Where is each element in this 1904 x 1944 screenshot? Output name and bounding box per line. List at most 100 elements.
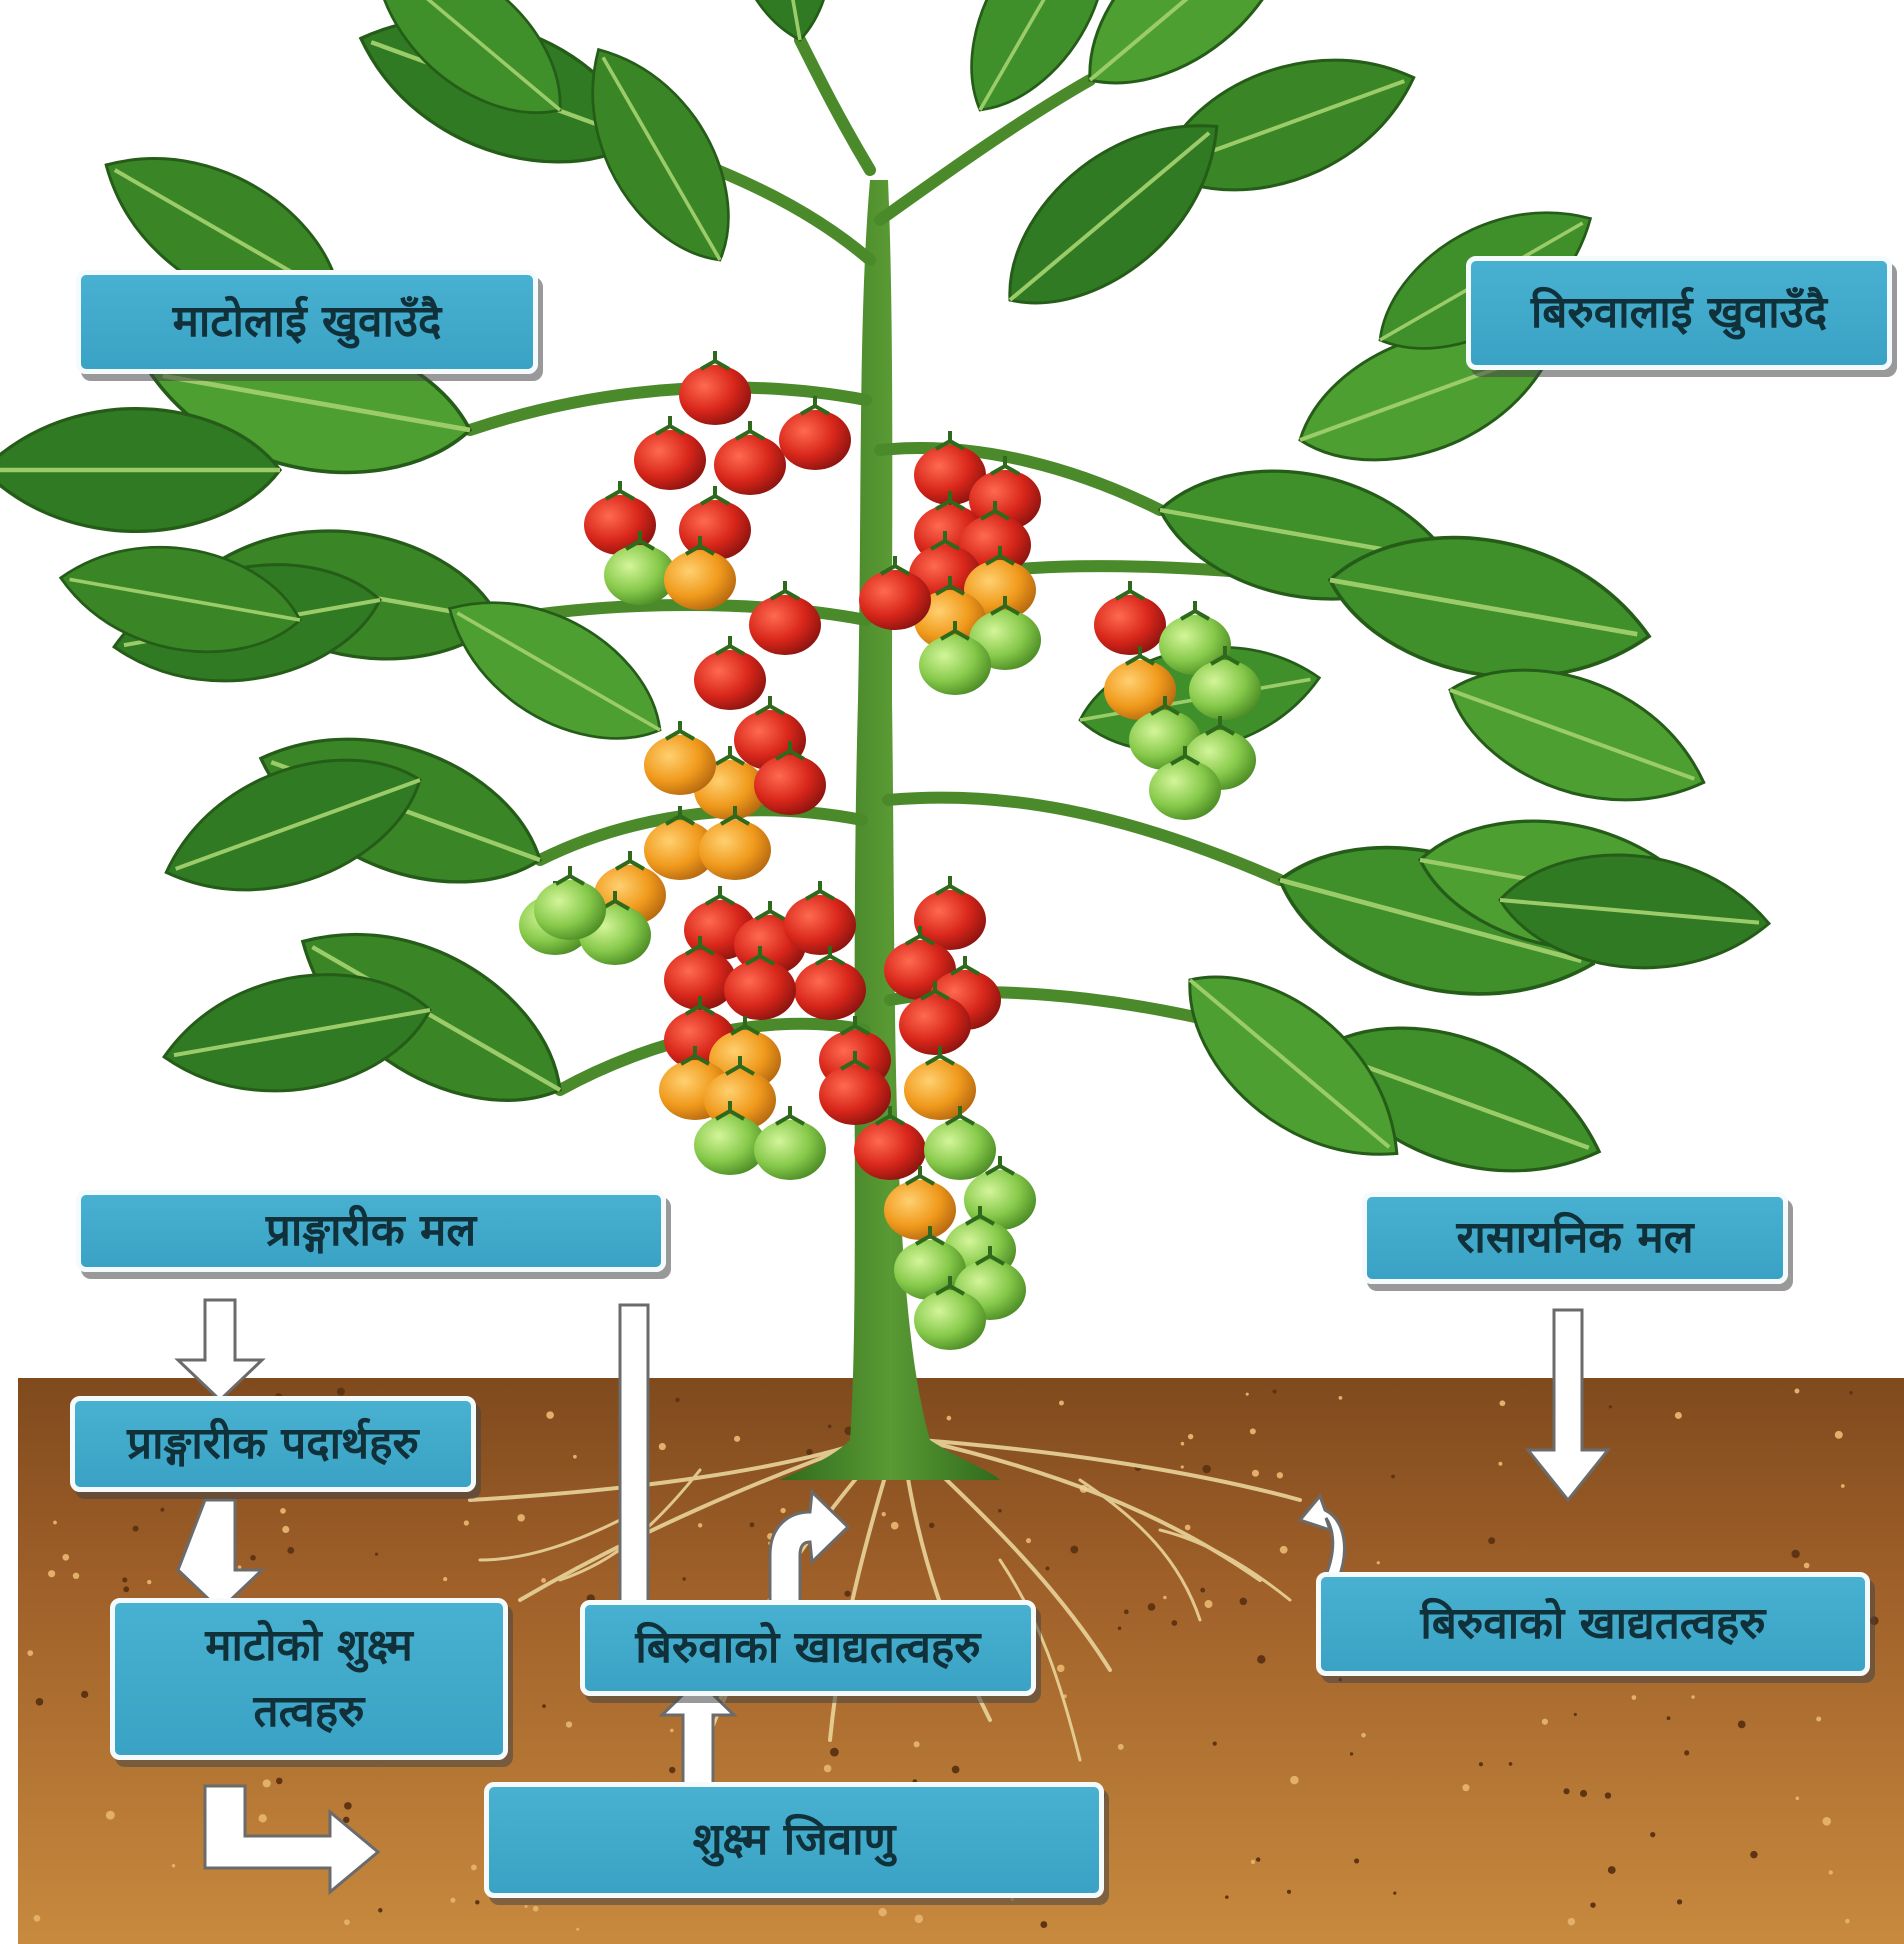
soil-speck [1046, 1566, 1050, 1570]
soil-speck [1280, 1546, 1288, 1554]
soil-speck [1350, 1752, 1353, 1755]
feeding-plant-text: बिरुवालाई खुवाउँदै [1531, 280, 1827, 346]
soil-speck [1361, 1733, 1366, 1738]
soil-speck [287, 1547, 294, 1554]
soil-speck [915, 1915, 923, 1923]
soil-speck [1609, 1405, 1612, 1408]
ripe-tomato [749, 581, 821, 655]
soil-speck [546, 1411, 554, 1419]
plant-nutrients-right-label: बिरुवाको खाद्यतत्वहरु [1316, 1572, 1870, 1676]
soil-speck [1691, 1695, 1695, 1699]
soil-speck [525, 1905, 528, 1908]
soil-speck [669, 1767, 675, 1773]
ripe-tomato [784, 881, 856, 955]
soil-speck [27, 1650, 33, 1656]
soil-speck [276, 1778, 283, 1785]
soil-speck [1393, 1892, 1396, 1895]
soil-speck [1605, 1792, 1611, 1798]
soil-speck [1796, 1797, 1800, 1801]
soil-speck [670, 1729, 674, 1733]
microorganisms-text: शुक्ष्म जिवाणु [693, 1807, 896, 1873]
feeding-plant-label: बिरुवालाई खुवाउँदै [1466, 256, 1892, 370]
soil-micronutrients-text: माटोको शुक्ष्म तत्वहरु [169, 1613, 449, 1745]
soil-speck [659, 1443, 666, 1450]
soil-speck [1870, 1616, 1879, 1625]
soil-speck [998, 1509, 1002, 1513]
soil-speck [34, 1915, 41, 1922]
soil-speck [533, 1906, 539, 1912]
soil-speck [1816, 1716, 1821, 1721]
ripe-tomato [679, 486, 751, 560]
soil-speck [1026, 1538, 1031, 1543]
soil-speck [280, 1508, 286, 1514]
ripe-tomato [634, 416, 706, 490]
soil-speck [682, 1577, 685, 1580]
soil-speck [1795, 1389, 1800, 1394]
soil-speck [1499, 1400, 1505, 1406]
soil-speck [1118, 1744, 1124, 1750]
soil-speck [443, 1577, 447, 1581]
orange-tomato [904, 1046, 976, 1120]
soil-speck [282, 1526, 289, 1533]
soil-speck [947, 1416, 952, 1421]
soil-speck [1377, 1561, 1380, 1564]
chemical-fertilizer-label: रासायनिक मल [1362, 1192, 1788, 1284]
soil-speck [344, 1919, 350, 1925]
soil-speck [1250, 1428, 1256, 1434]
soil-speck [1849, 1391, 1853, 1395]
soil-speck [1509, 1762, 1513, 1766]
soil-speck [1791, 1550, 1799, 1558]
soil-speck [1251, 1860, 1255, 1864]
soil-speck [1290, 1776, 1298, 1784]
soil-speck [147, 1580, 151, 1584]
soil-speck [1829, 1870, 1833, 1874]
soil-speck [824, 1765, 832, 1773]
soil-speck [106, 1811, 115, 1820]
soil-speck [1040, 1921, 1047, 1928]
soil-speck [1845, 1919, 1850, 1924]
soil-speck [1542, 1719, 1548, 1725]
soil-speck [576, 1928, 579, 1931]
soil-speck [123, 1586, 129, 1592]
soil-speck [1181, 1465, 1184, 1468]
soil-speck [1804, 1563, 1810, 1569]
soil-speck [566, 1721, 572, 1727]
plant-nutrients-center-label: बिरुवाको खाद्यतत्वहरु [580, 1600, 1036, 1696]
soil-speck [1835, 1431, 1843, 1439]
soil-speck [1277, 1472, 1283, 1478]
soil-speck [517, 1514, 524, 1521]
soil-speck [1202, 1465, 1210, 1473]
soil-speck [122, 1577, 127, 1582]
soil-speck [1563, 1788, 1569, 1794]
soil-speck [1057, 1665, 1065, 1673]
soil-speck [133, 1526, 139, 1532]
soil-speck [1246, 1393, 1249, 1396]
soil-speck [73, 1573, 79, 1579]
soil-speck [160, 1508, 164, 1512]
soil-speck [471, 1865, 477, 1871]
soil-speck [1479, 1762, 1483, 1766]
soil-speck [263, 1779, 271, 1787]
soil-speck [464, 1520, 469, 1525]
soil-speck [1568, 1918, 1576, 1926]
soil-speck [1185, 1525, 1191, 1531]
microorganisms-label: शुक्ष्म जिवाणु [484, 1782, 1104, 1898]
feeding-soil-label: माटोलाई खुवाउँदै [76, 270, 538, 374]
soil-speck [1684, 1750, 1689, 1755]
soil-speck [1339, 1396, 1343, 1400]
soil-speck [542, 1704, 546, 1708]
soil-speck [53, 1521, 57, 1525]
organic-manure-label: प्राङ्गारीक मल [76, 1190, 666, 1272]
soil-speck [891, 1522, 899, 1530]
soil-speck [1118, 1626, 1122, 1630]
soil-speck [844, 1591, 850, 1597]
soil-speck [1574, 1713, 1577, 1716]
soil-speck [1181, 1442, 1185, 1446]
soil-speck [475, 1900, 479, 1904]
soil-speck [172, 1864, 175, 1867]
soil-speck [1240, 1598, 1248, 1606]
soil-speck [675, 1398, 680, 1403]
ripe-tomato [679, 351, 751, 425]
soil-speck [1059, 1401, 1064, 1406]
